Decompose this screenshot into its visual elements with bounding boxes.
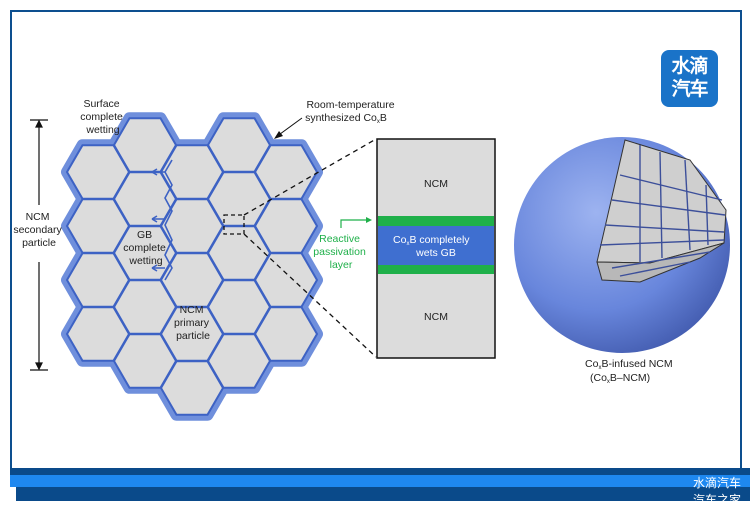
zoom-region-marker [223,214,245,235]
grain-boundary-line [611,199,726,216]
grain-boundary-line [604,224,725,233]
shuidi-logo: 水滴 汽车 [661,50,718,107]
grain-boundary-line [611,251,711,269]
ncm-primary-grains [65,117,319,416]
grain-boundary-line [705,184,709,246]
cob-ncm-sphere [514,137,730,353]
cob-layer-label: CoxB completely wets GB [393,234,472,259]
logo-text-top: 水滴 [671,55,708,77]
footer-bar-middle [10,475,750,487]
arrowhead-icon [274,131,283,139]
gb-wetting-label: GB complete wetting [123,229,169,267]
watermark-text: 水滴汽车 [693,476,742,490]
grain-boundary-line [599,239,725,246]
primary-particle-label: NCM primary particle [174,304,212,342]
watermark-text-2: 汽车之家 [693,493,742,507]
ncm-top-label: NCM [424,178,448,190]
coating-label: Room-temperature synthesized CoxB [305,99,397,125]
grain-boundary-line [619,261,691,277]
zoom-line-bottom [243,233,377,358]
surface-wetting-label: Surface complete wetting [80,98,126,136]
passivation-pointer-arrow [340,219,368,228]
grain-boundary-line [619,174,723,201]
grain-boundary-line [684,159,691,251]
logo-text-bottom: 汽车 [671,78,708,100]
arrowhead-icon [366,217,372,223]
primary-grain [253,306,319,362]
passivation-label: Reactive passivation layer [313,233,368,271]
ncm-bottom-label: NCM [424,311,448,323]
grain-boundary-zoom-panel [376,138,496,359]
secondary-particle-scale-bar [30,119,48,371]
gb-wetting-arrows [151,159,173,281]
zoom-line-top [243,138,377,216]
grain-boundary-line [659,151,663,259]
footer-bar-bottom [16,487,750,501]
secondary-particle-label: NCM secondary particle [13,211,64,249]
sphere-caption: CoxB-infused NCM (CoxB–NCM) [585,358,676,385]
footer-bar-top [10,468,750,475]
